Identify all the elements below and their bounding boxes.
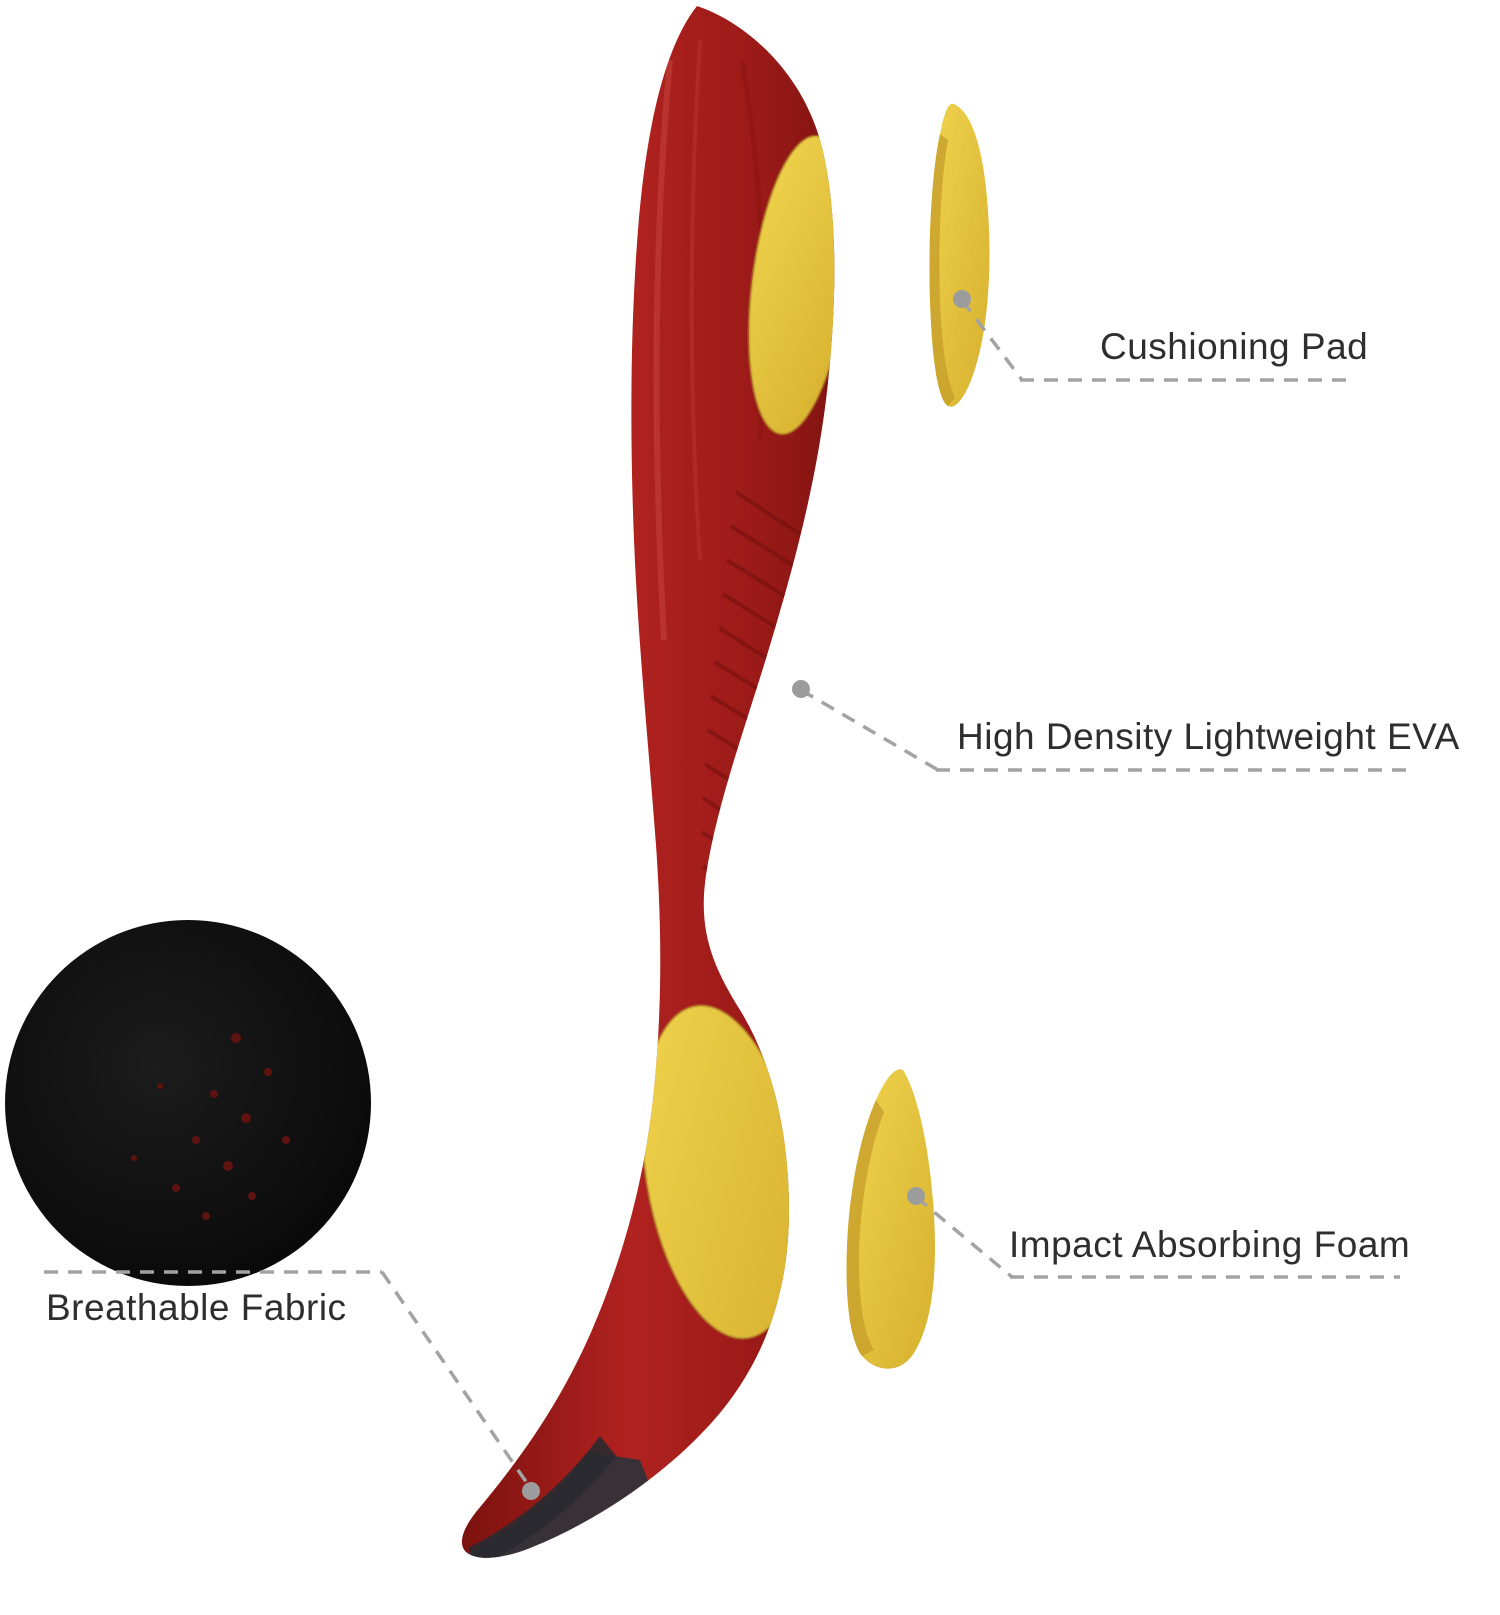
embedded-impact-foam — [642, 1005, 802, 1339]
cushioning-pad-piece — [929, 103, 990, 407]
callout-dot-eva — [792, 680, 810, 698]
insole-body — [461, 6, 835, 1558]
callout-dots — [522, 290, 971, 1500]
callout-dot-impact — [907, 1187, 925, 1205]
leader-cushioning-diagonal — [960, 298, 1024, 382]
label-breathable-fabric: Breathable Fabric — [46, 1287, 347, 1328]
callout-dot-fabric — [522, 1482, 540, 1500]
fabric-swatch — [5, 920, 371, 1286]
leader-eva-diagonal — [800, 688, 939, 772]
callout-dot-cushioning — [953, 290, 971, 308]
leader-fabric-diagonal — [380, 1271, 533, 1490]
embedded-cushioning-pad — [748, 136, 835, 434]
leader-impact-diagonal — [914, 1195, 1014, 1279]
impact-foam-piece — [846, 1069, 936, 1369]
label-cushioning-pad: Cushioning Pad — [1100, 326, 1369, 367]
fabric-vent-holes — [131, 1033, 290, 1220]
leader-lines — [44, 298, 1412, 1490]
label-impact-absorbing-foam: Impact Absorbing Foam — [1009, 1224, 1411, 1265]
label-high-density-eva: High Density Lightweight EVA — [957, 716, 1460, 757]
